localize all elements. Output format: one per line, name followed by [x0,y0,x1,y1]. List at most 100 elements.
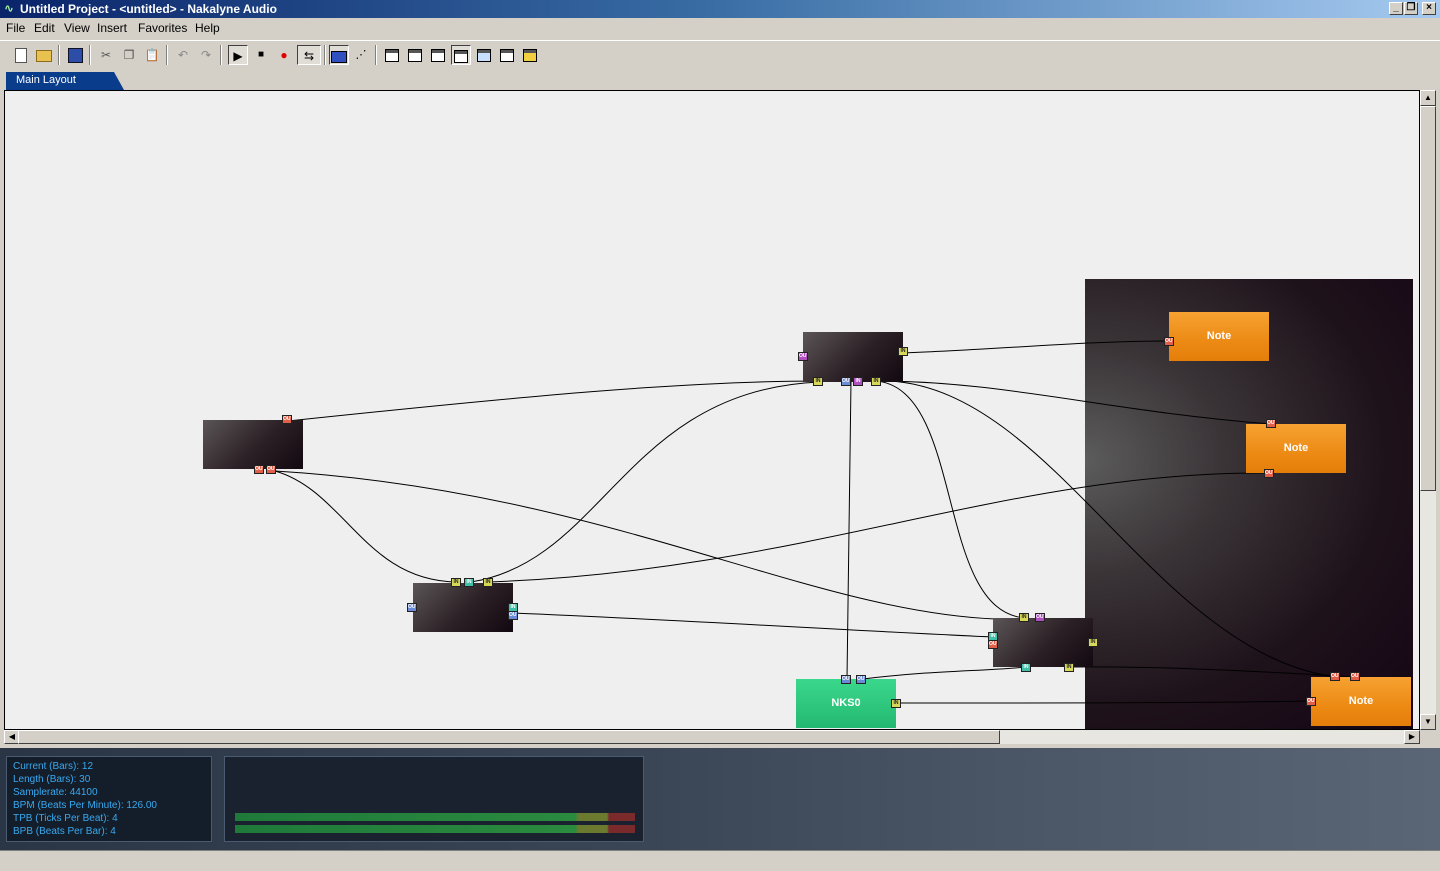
port-out[interactable]: OUT [1266,419,1276,428]
port-out[interactable]: OUT [841,377,851,386]
horizontal-scrollbar[interactable]: ◀ ▶ [4,730,1420,744]
wire [862,666,1028,680]
wire [889,380,1336,678]
view2-icon[interactable] [405,45,425,65]
mixer-icon[interactable] [329,45,349,65]
window-title: Untitled Project - <untitled> - Nakalyne… [20,2,277,16]
view5-icon[interactable] [474,45,494,65]
menu-bar: File Edit View Insert Favorites Help [0,18,1440,38]
paste-icon[interactable]: 📋 [144,48,160,62]
node-generator-1[interactable] [203,420,303,469]
wire [470,381,820,583]
menu-insert[interactable]: Insert [97,21,128,35]
copy-icon[interactable]: ❐ [123,48,135,62]
level-meter-right [235,825,635,833]
port-in[interactable]: IN [813,377,823,386]
port-out[interactable]: OUT [841,675,851,684]
view7-icon[interactable] [520,45,540,65]
layout-canvas[interactable]: Note Note Note NKS0 OUT OUT OUT OUT IN I… [4,90,1420,730]
graph-icon[interactable]: ⋰ [355,49,367,61]
app-icon: ∿ [4,3,14,15]
port-in[interactable]: IN [1021,663,1031,672]
port-out[interactable]: OUT [254,465,264,474]
transport-panel: Current (Bars): 12 Length (Bars): 30 Sam… [0,748,1440,850]
vertical-scroll-thumb[interactable] [1420,106,1436,491]
port-in[interactable]: IN [898,347,908,356]
wire [287,380,820,422]
samplerate: Samplerate: 44100 [13,787,98,798]
wire [897,700,1312,704]
menu-file[interactable]: File [6,21,26,35]
vertical-scrollbar[interactable]: ▲ ▼ [1420,90,1436,730]
node-effect-1[interactable] [413,583,513,632]
port-in[interactable]: IN [483,578,493,587]
port-out[interactable]: OUT [266,465,276,474]
port-in[interactable]: IN [464,578,474,587]
menu-view[interactable]: View [64,21,90,35]
port-out[interactable]: OUT [1164,337,1174,346]
scroll-up-icon[interactable]: ▲ [1420,90,1436,106]
restore-button[interactable]: ❐ [1404,2,1418,15]
view6-icon[interactable] [497,45,517,65]
port-in[interactable]: IN [891,699,901,708]
view1-icon[interactable] [382,45,402,65]
toolbar-separator [324,45,326,65]
view4-icon[interactable] [451,45,471,65]
node-generator-2[interactable] [803,332,903,382]
toolbar-separator [58,45,60,65]
port-in[interactable]: IN [451,578,461,587]
close-button[interactable]: × [1422,2,1436,15]
toolbar-separator [89,45,91,65]
toolbar: ✂ ❐ 📋 ↶ ↷ ▶ ■ ● ⇆ ⋰ [0,40,1440,69]
port-in[interactable]: IN [1088,638,1098,647]
status-bar [0,850,1440,871]
undo-icon[interactable]: ↶ [177,48,189,62]
node-effect-2[interactable] [993,618,1093,667]
minimize-button[interactable]: _ [1389,2,1403,15]
tab-strip: Main Layout [0,70,1440,90]
horizontal-scroll-thumb[interactable] [18,730,1000,744]
port-out[interactable]: OUT [1330,672,1340,681]
bpm: BPM (Beats Per Minute): 126.00 [13,800,157,811]
toolbar-separator [166,45,168,65]
menu-favorites[interactable]: Favorites [138,21,188,35]
play-icon[interactable]: ▶ [228,45,248,65]
port-out[interactable]: OUT [1350,672,1360,681]
note-node[interactable]: Note [1311,677,1411,726]
new-icon[interactable] [11,45,31,65]
nks-node[interactable]: NKS0 [796,679,896,728]
stop-icon[interactable]: ■ [257,49,265,60]
tab-main-layout[interactable]: Main Layout [6,72,124,90]
redo-icon[interactable]: ↷ [200,48,212,62]
view3-icon[interactable] [428,45,448,65]
wire [274,470,458,583]
port-out[interactable]: OUT [1264,469,1274,478]
cut-icon[interactable]: ✂ [100,48,112,62]
record-icon[interactable]: ● [280,48,288,62]
save-icon[interactable] [65,45,85,65]
port-out[interactable]: OUT [1035,613,1045,622]
port-out[interactable]: OUT [856,675,866,684]
port-in[interactable]: IN [853,377,863,386]
wire [274,470,996,620]
wire [876,380,1272,425]
wire [902,340,1169,354]
note-node[interactable]: Note [1169,312,1269,361]
port-in[interactable]: IN [1019,613,1029,622]
note-node[interactable]: Note [1246,424,1346,473]
loop-icon[interactable]: ⇆ [297,45,321,65]
port-in[interactable]: IN [871,377,881,386]
open-icon[interactable] [34,45,54,65]
port-in[interactable]: IN [1064,663,1074,672]
menu-help[interactable]: Help [195,21,220,35]
scroll-down-icon[interactable]: ▼ [1420,714,1436,730]
port-out[interactable]: OUT [282,415,292,424]
menu-edit[interactable]: Edit [34,21,55,35]
wire [487,472,1270,583]
port-out[interactable]: OUT [407,603,417,612]
port-out[interactable]: OUT [798,352,808,361]
port-out[interactable]: OUT [1306,697,1316,706]
scroll-right-icon[interactable]: ▶ [1404,730,1420,744]
port-out[interactable]: OUT [988,640,998,649]
port-out[interactable]: OUT [508,611,518,620]
